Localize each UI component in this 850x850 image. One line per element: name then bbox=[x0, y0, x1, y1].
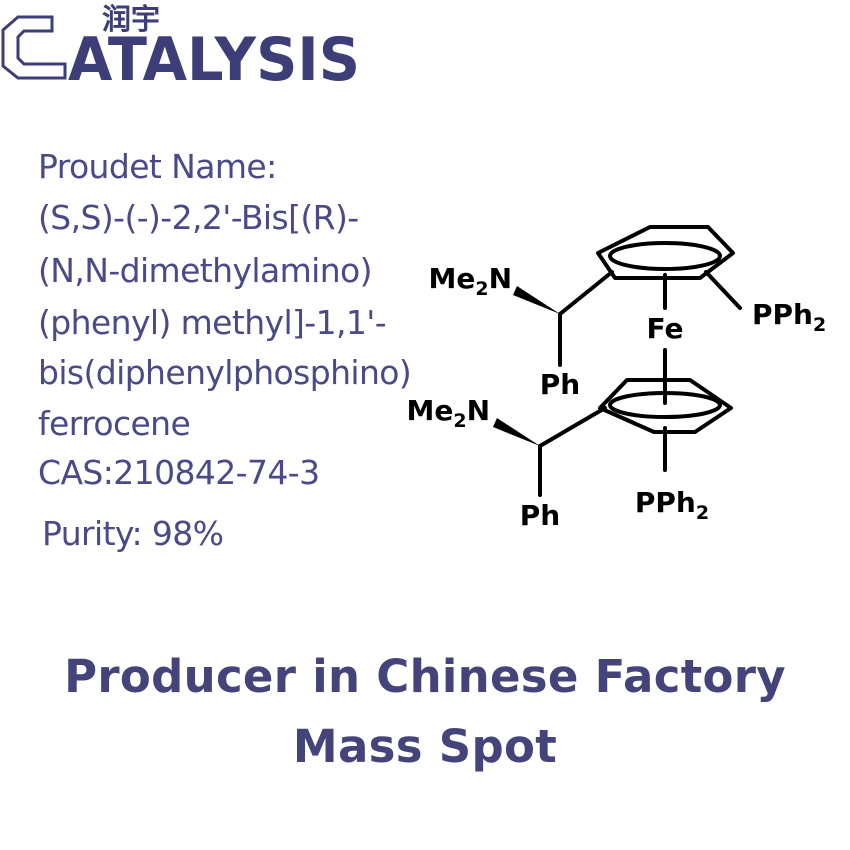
product-name-line-4: bis(diphenylphosphino) bbox=[38, 353, 412, 392]
top-ring-aromatic-arc bbox=[608, 241, 722, 271]
product-name-line-5: ferrocene bbox=[38, 404, 191, 443]
top-ph-label: Ph bbox=[540, 368, 580, 401]
bottom-ring-ch-bond bbox=[538, 406, 607, 448]
catalysis-logo: 润宇 ATALYSIS bbox=[1, 2, 360, 90]
purity: Purity: 98% bbox=[42, 514, 224, 553]
top-cp-ring bbox=[596, 225, 735, 280]
cas-number: CAS:210842-74-3 bbox=[38, 453, 320, 492]
top-ring-ch-bond bbox=[558, 270, 614, 316]
product-name-line-3: (phenyl) methyl]-1,1'- bbox=[38, 303, 387, 342]
bottom-pph2-label: PPh2 bbox=[635, 486, 709, 524]
ferrocene-structure: Fe Me2N PPh2 Ph Me2N PPh2 Ph bbox=[406, 225, 826, 532]
bottom-wedge-bond bbox=[493, 418, 540, 446]
top-wedge-bond bbox=[513, 286, 560, 314]
logo-chinese-text: 润宇 bbox=[102, 2, 160, 36]
bottom-ph-label: Ph bbox=[520, 499, 560, 532]
product-name-line-1: (S,S)-(-)-2,2'-Bis[(R)- bbox=[38, 198, 359, 237]
fe-label: Fe bbox=[647, 312, 684, 345]
logo-wordmark: ATALYSIS bbox=[68, 25, 360, 90]
top-nme2-label: Me2N bbox=[428, 262, 512, 300]
bottom-cp-ring bbox=[598, 378, 733, 434]
top-ring-p-bond bbox=[704, 270, 742, 310]
tagline-line-2: Mass Spot bbox=[292, 720, 558, 773]
top-pph2-label: PPh2 bbox=[752, 298, 826, 336]
tagline-line-1: Producer in Chinese Factory bbox=[64, 650, 786, 703]
bottom-ring-aromatic-arc bbox=[608, 391, 722, 419]
product-name-line-2: (N,N-dimethylamino) bbox=[38, 251, 372, 290]
bottom-nme2-label: Me2N bbox=[406, 394, 490, 432]
logo-c-mark bbox=[1, 15, 67, 80]
product-name-label: Proudet Name: bbox=[38, 147, 277, 186]
